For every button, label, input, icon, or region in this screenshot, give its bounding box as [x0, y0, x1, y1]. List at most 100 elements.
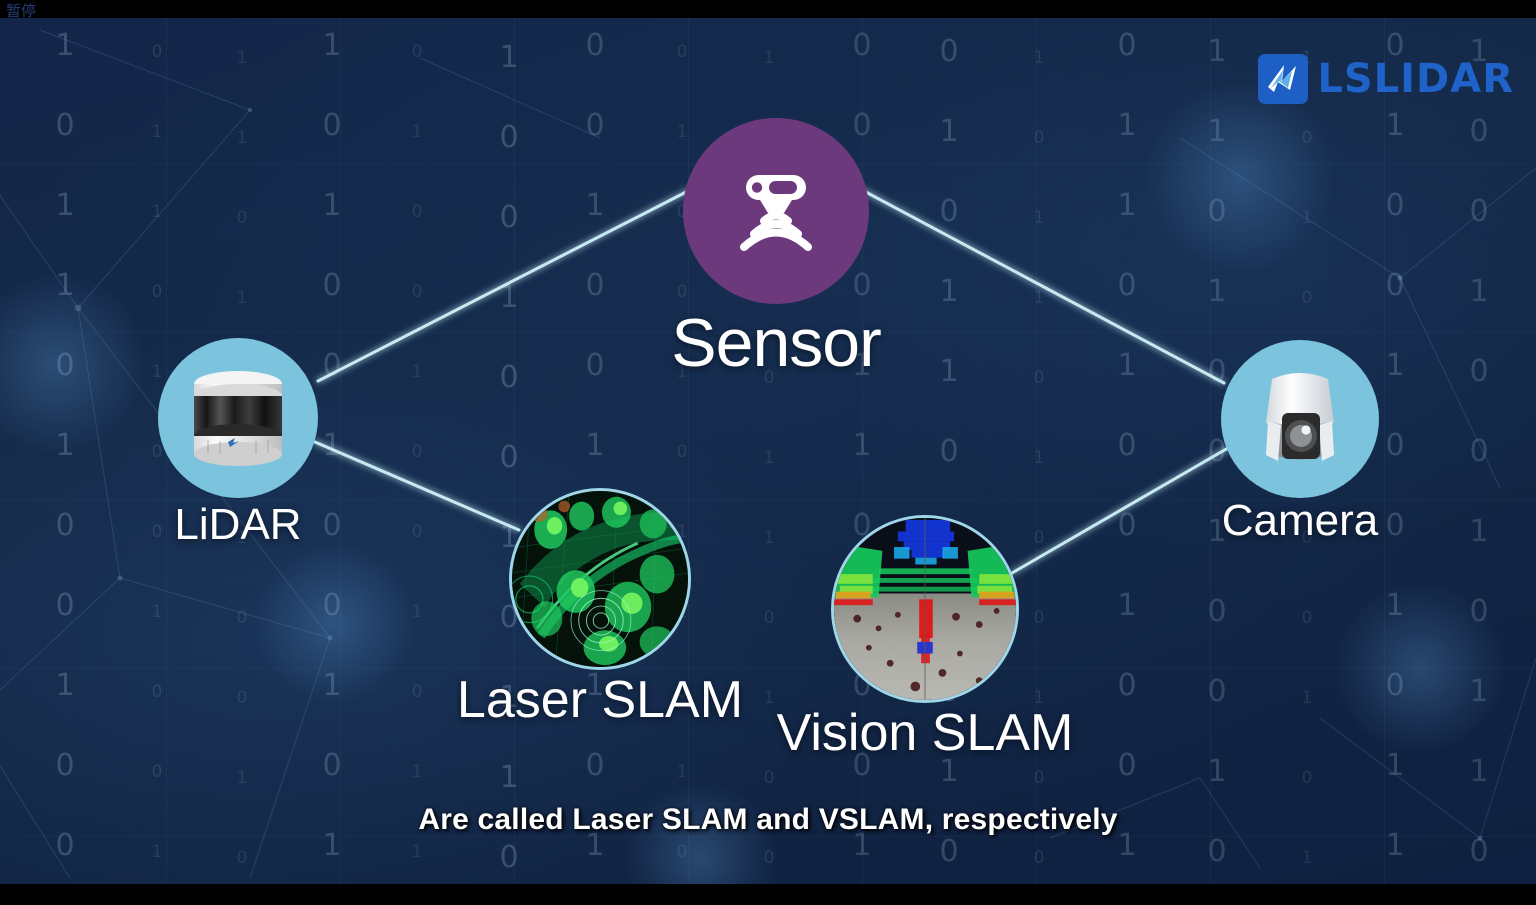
binary-digit: 0 — [55, 748, 75, 783]
binary-digit: 1 — [411, 361, 423, 382]
binary-digit: 1 — [1301, 207, 1313, 228]
binary-digit: 0 — [411, 441, 423, 462]
binary-digit: 1 — [1033, 447, 1045, 468]
binary-digit: 1 — [55, 268, 75, 303]
binary-digit: 1 — [322, 28, 342, 63]
binary-digit: 0 — [585, 348, 605, 383]
binary-digit: 0 — [499, 200, 519, 235]
diagram-node-sensor[interactable]: Sensor — [671, 118, 882, 381]
vision-slam-circle — [831, 515, 1019, 703]
binary-digit: 1 — [1033, 287, 1045, 308]
binary-digit: 1 — [939, 354, 959, 389]
binary-digit: 0 — [151, 681, 163, 702]
binary-digit: 1 — [1207, 754, 1227, 789]
binary-digit: 0 — [322, 108, 342, 143]
link-lidar-laser — [313, 440, 521, 532]
binary-digit: 0 — [499, 120, 519, 155]
binary-digit: 1 — [411, 761, 423, 782]
letterbox-top — [0, 0, 1536, 18]
binary-digit: 0 — [1301, 127, 1313, 148]
binary-digit: 1 — [1117, 108, 1137, 143]
binary-digit: 0 — [1385, 428, 1405, 463]
binary-digit: 1 — [676, 761, 688, 782]
video-stage: 1 0 1 1 0 1 0 0 1 0 0 0 1 1 0 1 0 0 1 0 0 1 1 1 0 1 0 0 1 0 0 1 0 1 0 1 0 0 1 0… — [0, 18, 1536, 884]
binary-digit: 1 — [1033, 47, 1045, 68]
binary-digit: 0 — [676, 441, 688, 462]
binary-digit: 1 — [1469, 274, 1489, 309]
node-label-camera: Camera — [1221, 496, 1379, 545]
binary-digit: 0 — [939, 34, 959, 69]
binary-digit: 1 — [55, 428, 75, 463]
binary-digit: 1 — [411, 121, 423, 142]
binary-digit: 0 — [322, 348, 342, 383]
diagram-node-laser-slam[interactable]: Laser SLAM — [457, 488, 743, 729]
camera-circle — [1221, 340, 1379, 498]
binary-digit: 0 — [322, 508, 342, 543]
binary-digit: 1 — [1385, 588, 1405, 623]
binary-digit: 0 — [411, 281, 423, 302]
glow-blob — [1330, 578, 1510, 758]
binary-digit: 0 — [411, 521, 423, 542]
binary-digit: 1 — [1117, 188, 1137, 223]
node-label-laser-slam: Laser SLAM — [456, 671, 744, 729]
binary-digit: 0 — [1117, 428, 1137, 463]
binary-digit: 1 — [939, 114, 959, 149]
binary-digit: 0 — [499, 360, 519, 395]
binary-digit: 0 — [852, 28, 872, 63]
binary-digit: 1 — [236, 287, 248, 308]
node-label-vision-slam: Vision SLAM — [776, 704, 1074, 762]
binary-digit: 0 — [322, 268, 342, 303]
diagram-node-camera[interactable]: Camera — [1221, 340, 1379, 545]
binary-digit: 0 — [411, 681, 423, 702]
node-label-sensor: Sensor — [671, 305, 881, 381]
lidar-puck-icon — [194, 371, 282, 466]
binary-digit: 0 — [1385, 508, 1405, 543]
brand-logo: LSLIDAR — [1258, 54, 1514, 104]
letterbox-bottom — [0, 884, 1536, 905]
binary-digit: 1 — [763, 527, 775, 548]
binary-digit: 1 — [1385, 348, 1405, 383]
binary-digit: 0 — [151, 521, 163, 542]
binary-digit: 0 — [1469, 434, 1489, 469]
lidar-circle — [158, 338, 318, 498]
binary-digit: 1 — [1301, 687, 1313, 708]
binary-digit: 1 — [852, 428, 872, 463]
binary-digit: 0 — [1469, 194, 1489, 229]
binary-digit: 1 — [322, 188, 342, 223]
sensor-circle — [683, 118, 869, 304]
binary-digit: 1 — [55, 668, 75, 703]
binary-digit: 0 — [1117, 268, 1137, 303]
binary-digit: 0 — [1469, 594, 1489, 629]
binary-digit: 0 — [322, 588, 342, 623]
binary-digit: 0 — [236, 607, 248, 628]
binary-digit: 0 — [1469, 114, 1489, 149]
binary-digit: 1 — [151, 601, 163, 622]
binary-digit: 0 — [55, 588, 75, 623]
diagram-node-vision-slam[interactable]: Vision SLAM — [777, 515, 1073, 762]
binary-digit: 0 — [1469, 354, 1489, 389]
binary-digit: 1 — [1207, 114, 1227, 149]
binary-digit: 1 — [763, 47, 775, 68]
binary-digit: 0 — [585, 108, 605, 143]
binary-digit: 1 — [411, 601, 423, 622]
binary-digit: 0 — [236, 207, 248, 228]
glow-blob — [0, 268, 150, 458]
binary-digit: 1 — [1117, 588, 1137, 623]
binary-digit: 1 — [322, 668, 342, 703]
binary-digit: 0 — [1117, 748, 1137, 783]
binary-digit: 0 — [1207, 194, 1227, 229]
binary-digit: 0 — [1385, 188, 1405, 223]
binary-digit: 1 — [1207, 34, 1227, 69]
binary-digit: 1 — [236, 127, 248, 148]
binary-digit: 1 — [499, 280, 519, 315]
binary-digit: 0 — [1033, 127, 1045, 148]
binary-digit: 0 — [1117, 28, 1137, 63]
diagram-node-lidar[interactable]: LiDAR — [158, 338, 318, 549]
binary-digit: 0 — [151, 761, 163, 782]
binary-digit: 1 — [1385, 748, 1405, 783]
